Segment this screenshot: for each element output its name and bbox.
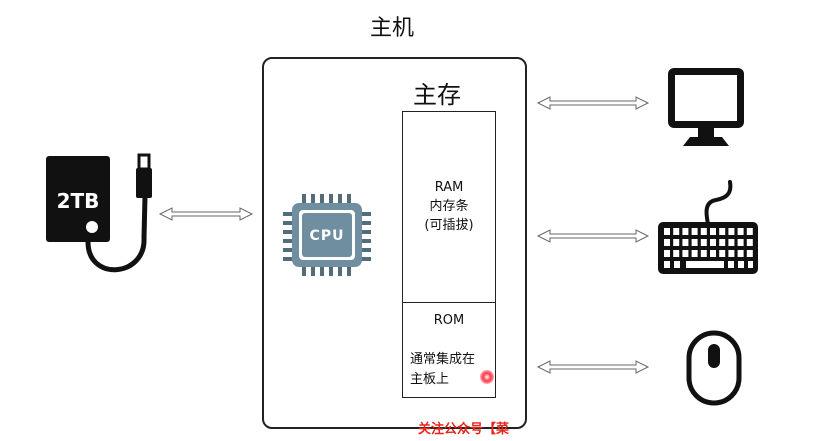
keyboard-key (710, 239, 716, 246)
keyboard-key (682, 250, 689, 257)
host-keyboard-arrow (536, 229, 650, 243)
external-disk-icon: 2TB (46, 153, 152, 273)
keyboard-key (746, 239, 753, 246)
memory-divider (402, 302, 496, 303)
host-monitor-arrow (536, 96, 650, 110)
host-mouse-arrow (536, 360, 650, 374)
rom-description: 通常集成在 主板上 (410, 350, 500, 390)
ram-line-2: 内存条 (429, 199, 469, 214)
disk-host-arrow (158, 207, 254, 221)
rom-desc-line-2: 主板上 (410, 372, 450, 387)
keyboard-key (728, 239, 735, 246)
keyboard-key (673, 228, 680, 235)
laser-pointer-dot (480, 370, 494, 384)
keyboard-key (700, 239, 707, 246)
keyboard-key (691, 228, 698, 235)
keyboard-key (728, 228, 735, 235)
keyboard-key (738, 261, 744, 268)
keyboard-key (746, 228, 753, 235)
mouse-icon (686, 330, 742, 406)
ram-label: RAM 内存条 (可插拔) (402, 178, 496, 235)
keyboard-key (664, 239, 670, 246)
keyboard-key (664, 250, 670, 257)
keyboard-key (719, 250, 726, 257)
disk-capacity-label: 2TB (57, 189, 100, 213)
cpu-pins (283, 194, 371, 276)
keyboard-key (700, 250, 707, 257)
keyboard-key (700, 228, 707, 235)
keyboard-key (719, 228, 726, 235)
watermark: 关注公众号【菜 (418, 422, 510, 437)
keyboard-key (748, 261, 753, 268)
keyboard-key (682, 239, 689, 246)
keyboard-key (664, 228, 670, 235)
keyboard-key (737, 228, 744, 235)
keyboard-key (710, 250, 716, 257)
main-memory-title: 主存 (413, 81, 461, 109)
monitor-icon (668, 68, 744, 146)
keyboard-key (737, 239, 744, 246)
main-memory-box (402, 111, 496, 398)
keyboard-key (682, 228, 689, 235)
keyboard-key (686, 261, 724, 268)
keyboard-key (674, 261, 680, 268)
rom-title: ROM (433, 313, 465, 328)
keyboard-key (737, 250, 744, 257)
keyboard-key (719, 239, 726, 246)
keyboard-icon (658, 180, 758, 274)
ram-line-1: RAM (434, 180, 464, 195)
keyboard-key (691, 239, 698, 246)
keyboard-key (710, 228, 716, 235)
host-title: 主机 (370, 16, 415, 41)
keyboard-key (728, 261, 734, 268)
keyboard-key (691, 250, 698, 257)
rom-desc-line-1: 通常集成在 (410, 352, 476, 367)
keyboard-key (746, 250, 753, 257)
keyboard-key (728, 250, 735, 257)
ram-line-3: (可插拔) (424, 218, 474, 233)
keyboard-key (673, 250, 680, 257)
host-box (262, 57, 527, 429)
keyboard-key (664, 261, 670, 268)
cpu-label: CPU (310, 228, 345, 244)
cpu-icon: CPU (283, 194, 371, 276)
keyboard-key (673, 239, 680, 246)
